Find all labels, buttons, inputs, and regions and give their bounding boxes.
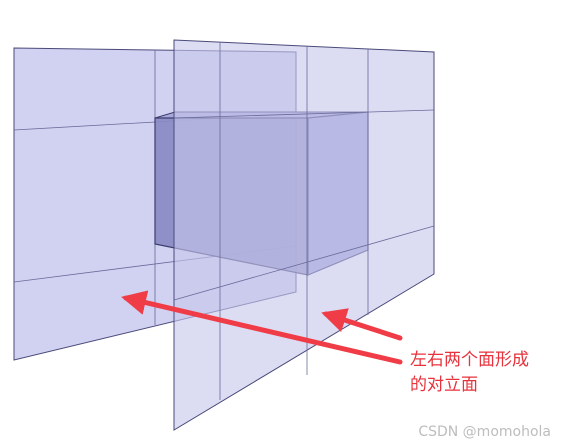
annotation-arrows xyxy=(121,290,403,365)
annotation-line-2: 的对立面 xyxy=(410,375,478,395)
right-plane xyxy=(173,39,435,431)
arrow-to-right-plane xyxy=(321,308,403,341)
annotation-text: 左右两个面形成 的对立面 xyxy=(410,348,529,398)
arrow-to-left-plane xyxy=(121,290,403,365)
watermark: CSDN @momohola xyxy=(418,424,551,440)
annotation-line-1: 左右两个面形成 xyxy=(410,350,529,370)
